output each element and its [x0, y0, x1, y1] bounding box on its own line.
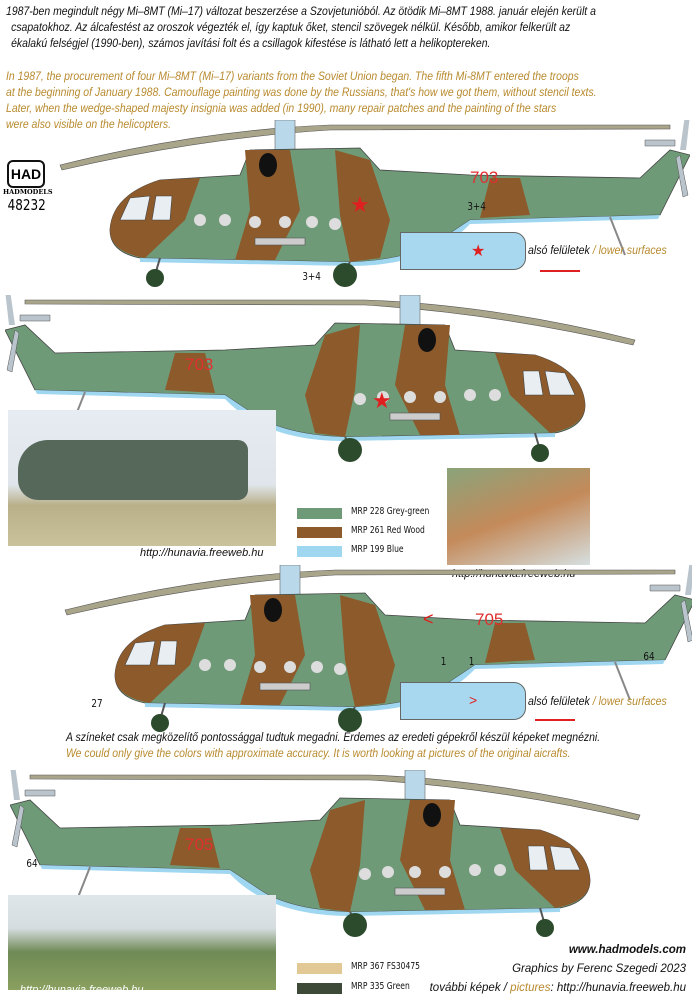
- wedge-insignia-icon: >: [469, 692, 478, 708]
- intro-en-line: at the beginning of January 1988. Camouf…: [6, 85, 597, 99]
- arrow-right-icon: [540, 270, 580, 272]
- intro-hu-line: 1987-ben megindult négy Mi–8MT (Mi–17) v…: [6, 4, 596, 18]
- paint-swatch-blue: [297, 546, 342, 557]
- lower-surface-diagram: >: [400, 682, 526, 720]
- callout-label: 3+4: [467, 200, 486, 213]
- more-pictures: további képek / pictures: http://hunavia…: [430, 982, 686, 994]
- paint-swatch-grey-green: [297, 508, 342, 519]
- intro-en-line: In 1987, the procurement of four Mi–8MT …: [6, 69, 579, 83]
- arrow-right-icon: [535, 719, 575, 721]
- star-insignia-icon: ★: [372, 388, 392, 413]
- website-link[interactable]: www.hadmodels.com: [568, 944, 686, 956]
- more-en: pictures: [510, 982, 551, 994]
- kit-number: 48232: [7, 196, 46, 214]
- paint-swatch-fs30475: [297, 963, 342, 974]
- helicopter-drawing: [55, 565, 692, 735]
- callout-label: 64: [643, 650, 655, 663]
- label-hu: alsó felületek: [528, 696, 590, 708]
- separator: /: [589, 245, 599, 257]
- label-en: lower surfaces: [598, 696, 667, 708]
- intro-en-line: were also visible on the helicopters.: [6, 117, 172, 131]
- paint-label: MRP 367 FS30475: [351, 961, 420, 972]
- intro-hungarian: 1987-ben megindult négy Mi–8MT (Mi–17) v…: [6, 3, 596, 51]
- lower-surfaces-label: alsó felületek / lower surfaces: [528, 696, 667, 708]
- intro-english: In 1987, the procurement of four Mi–8MT …: [6, 68, 597, 132]
- pictures-url[interactable]: : http://hunavia.freeweb.hu: [550, 982, 686, 994]
- intro-en-line: Later, when the wedge-shaped majesty ins…: [6, 101, 557, 115]
- hadmodels-logo: HAD HADMODELS 48232: [3, 160, 53, 214]
- helicopter-drawing: [50, 120, 690, 290]
- separator: /: [589, 696, 599, 708]
- graphics-credit: Graphics by Ferenc Szegedi 2023: [512, 963, 686, 975]
- callout-label: 1: [440, 655, 447, 668]
- photo-helicopter: [18, 440, 248, 500]
- logo-mark: HAD: [7, 160, 45, 188]
- intro-hu-line: csapatokhoz. Az álcafestést az oroszok v…: [11, 20, 571, 34]
- helicopter-profile-705-left: 705 <: [55, 565, 692, 735]
- callout-label: 1: [468, 655, 475, 668]
- color-note-hu: A színeket csak megközelítő pontossággal…: [66, 730, 601, 744]
- lower-surfaces-label: alsó felületek / lower surfaces: [528, 245, 667, 257]
- photo-caption: http://hunavia.freeweb.hu: [20, 984, 144, 996]
- tail-code: 703: [185, 355, 214, 374]
- reference-photo: [447, 468, 590, 565]
- reference-photo: [8, 895, 276, 990]
- tail-code: 705: [185, 835, 214, 854]
- intro-hu-line: ékalakú felségjel (1990-ben), számos jav…: [11, 36, 491, 50]
- callout-label: 64: [26, 857, 38, 870]
- paint-swatch-green: [297, 983, 342, 994]
- paint-swatch-red-wood: [297, 527, 342, 538]
- paint-label: MRP 335 Green: [351, 981, 410, 992]
- logo-name: HADMODELS: [3, 188, 53, 196]
- tail-code: 703: [470, 168, 499, 187]
- photo-caption: http://hunavia.freeweb.hu: [140, 547, 264, 559]
- label-en: lower surfaces: [598, 245, 667, 257]
- wedge-insignia-icon: <: [423, 609, 434, 629]
- star-insignia-icon: ★: [350, 192, 370, 217]
- paint-label: MRP 261 Red Wood: [351, 525, 425, 536]
- star-insignia-icon: ★: [471, 243, 486, 260]
- label-hu: alsó felületek: [528, 245, 590, 257]
- more-hu: további képek: [429, 982, 501, 994]
- color-note-en: We could only give the colors with appro…: [66, 746, 571, 760]
- separator: /: [500, 982, 511, 994]
- paint-label: MRP 228 Grey-green: [351, 506, 430, 517]
- tail-code: 705: [475, 610, 504, 629]
- lower-surface-diagram: ★: [400, 232, 526, 270]
- callout-label: 27: [91, 697, 103, 710]
- helicopter-profile-703-left: 703 ★: [50, 120, 690, 290]
- reference-photo: [8, 410, 276, 546]
- callout-label: 3+4: [302, 270, 321, 283]
- paint-label: MRP 199 Blue: [351, 544, 404, 555]
